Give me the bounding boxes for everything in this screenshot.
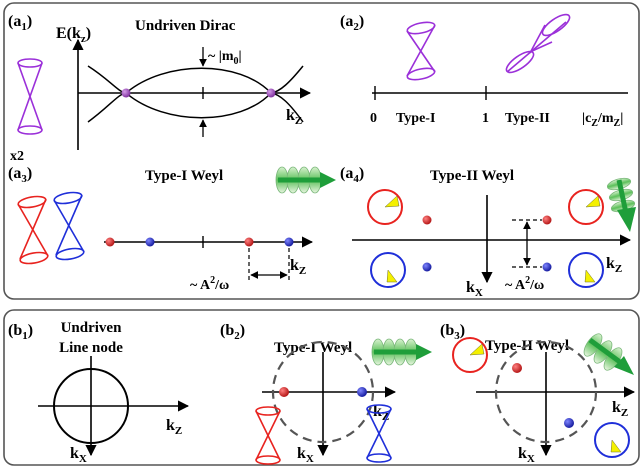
- nodal-ring-dashed: [271, 340, 375, 444]
- chirality-loop-icon: [594, 422, 630, 458]
- chirality-loop-icon: [452, 337, 488, 373]
- weyl-node-blue: [422, 262, 432, 272]
- chirality-loop-icon: [367, 189, 403, 225]
- panel-label-b3: (b3): [440, 322, 465, 342]
- chirality-loop-icon: [370, 252, 406, 288]
- kx-label-a4: kX: [466, 279, 483, 299]
- separation-label-a3: ~ A2/ω: [190, 275, 229, 293]
- weyl-node-blue: [284, 237, 294, 247]
- circularly-polarized-light-icon: [606, 177, 636, 232]
- weyl-node-red: [105, 237, 115, 247]
- kz-label-a3: kZ: [290, 257, 306, 277]
- panel-b1: (b1) Undriven Line node kZ kX: [8, 320, 190, 465]
- weyl-node-blue: [145, 237, 155, 247]
- panel-label-b1: (b1): [8, 322, 33, 342]
- kx-label-b3: kX: [518, 445, 535, 465]
- weyl-node-red: [244, 237, 254, 247]
- weyl-node-red: [422, 215, 432, 225]
- double-cone-icon: [366, 404, 392, 463]
- weyl-node-blue: [357, 387, 367, 397]
- panel-a3: (a3) Type-I Weyl kZ ~ A2/ω: [8, 165, 336, 293]
- panel-a1: (a1) Undriven Dirac E(kz) kZ ~ |m0| x2: [8, 13, 312, 164]
- panel-label-b2: (b2): [220, 322, 245, 342]
- double-cone-icon: [406, 21, 436, 81]
- double-cone-icon: [53, 191, 85, 261]
- kz-label-a4: kZ: [606, 255, 622, 275]
- kx-label-b2: kX: [297, 445, 314, 465]
- tick-zero: 0: [370, 111, 377, 126]
- tick-one: 1: [482, 111, 489, 126]
- panel-title-b1-line1: Undriven: [61, 320, 123, 336]
- kz-label-b3: kZ: [612, 399, 628, 419]
- weyl-node-blue: [542, 262, 552, 272]
- kz-label-b2: kZ: [373, 403, 389, 423]
- energy-axis-label: E(kz): [56, 25, 91, 45]
- chirality-loop-icon: [568, 252, 604, 288]
- panel-b-frame: [3, 309, 640, 466]
- panel-title-a3: Type-I Weyl: [145, 168, 223, 184]
- panel-a4: (a4) Type-II Weyl kZ kX ~ A2/ω: [340, 165, 636, 299]
- upper-band: [87, 65, 304, 94]
- panel-title-a1: Undriven Dirac: [135, 18, 236, 34]
- tilted-cone-icon: [505, 13, 571, 74]
- weyl-node-red: [279, 387, 289, 397]
- lower-band: [87, 92, 304, 123]
- weyl-node-blue: [564, 418, 574, 428]
- nodal-ring-dashed: [494, 340, 598, 444]
- nodal-line: [53, 368, 129, 444]
- mass-gap-label: ~ |m0|: [208, 49, 242, 67]
- circularly-polarized-light-icon: [583, 333, 634, 375]
- dirac-point: [266, 88, 276, 98]
- circularly-polarized-light-icon: [371, 338, 432, 366]
- double-cone-icon: [17, 195, 49, 265]
- panel-label-a3: (a3): [8, 165, 32, 185]
- panel-a-frame: [3, 2, 640, 300]
- panel-b3: (b3) Type-II Weyl kZ kX: [440, 322, 636, 465]
- double-cone-icon: [255, 406, 281, 465]
- tilt-axis-label: |cZ/mZ|: [582, 111, 623, 129]
- panel-title-b1-line2: Line node: [59, 340, 123, 356]
- panel-b2: (b2) Type-I Weyl kZ kX: [220, 322, 432, 465]
- kz-label-a1: kZ: [286, 107, 302, 127]
- kz-label-b1: kZ: [166, 417, 182, 437]
- kx-label-b1: kX: [70, 445, 87, 465]
- dirac-point: [121, 88, 131, 98]
- panel-label-a2: (a2): [340, 13, 364, 33]
- separation-label-a4: ~ A2/ω: [505, 275, 544, 293]
- panel-label-a1: (a1): [8, 13, 32, 33]
- panel-label-a4: (a4): [340, 165, 364, 185]
- weyl-node-red: [512, 363, 522, 373]
- chirality-loop-icon: [568, 189, 604, 225]
- panel-title-a4: Type-II Weyl: [430, 168, 514, 184]
- weyl-node-red: [542, 215, 552, 225]
- type-i-label: Type-I: [396, 111, 435, 126]
- type-ii-label: Type-II: [505, 111, 550, 126]
- double-cone-icon: [17, 58, 43, 135]
- degeneracy-label: x2: [10, 149, 24, 164]
- circularly-polarized-light-icon: [275, 166, 336, 194]
- panel-a2: (a2) 0 1 Type-I Type-II |cZ/mZ|: [340, 13, 628, 129]
